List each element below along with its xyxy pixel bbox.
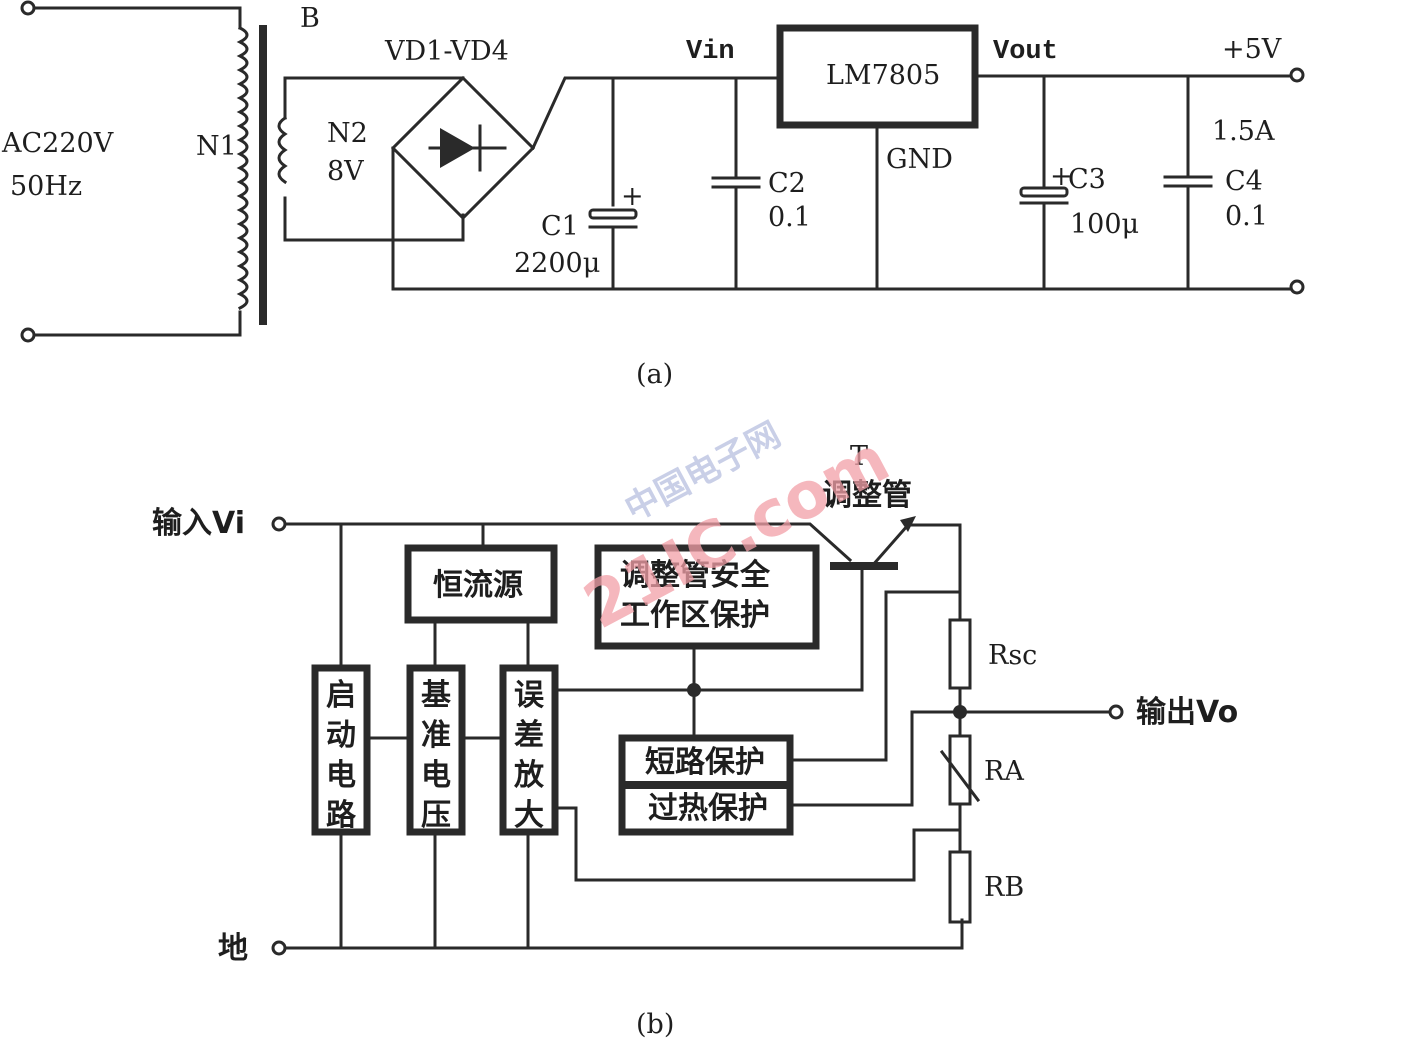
c1-label: C1 <box>541 211 579 242</box>
soa-protection-block <box>594 544 820 650</box>
error-amp-char: 大 <box>514 798 544 833</box>
caption-a: (a) <box>636 359 673 390</box>
error-amp-char: 放 <box>513 758 545 793</box>
ground-terminal <box>271 940 287 956</box>
c1-electrolytic-icon <box>588 208 638 220</box>
primary-coil-icon <box>236 25 249 311</box>
wire-primary-top <box>32 6 242 30</box>
short-protect-label: 短路保护 <box>645 745 765 780</box>
startup-char: 电 <box>326 758 356 793</box>
vin-label: Vin <box>686 37 735 67</box>
output-label: 输出Vo <box>1136 695 1238 730</box>
gnd-label: GND <box>886 144 953 175</box>
reference-char: 基 <box>421 678 451 713</box>
wire-primary-bottom <box>32 310 242 337</box>
transistor-label: 调整管 <box>822 478 912 513</box>
error-amp-char: 误 <box>514 678 545 713</box>
wire-bridge-positive <box>531 76 777 150</box>
output-terminal <box>1108 704 1124 720</box>
secondary-coil-icon <box>277 115 288 185</box>
constant-current-label: 恒流源 <box>433 568 523 603</box>
reference-voltage-block <box>406 664 466 836</box>
reference-char: 压 <box>421 798 451 833</box>
c3-electrolytic-icon <box>1019 186 1069 198</box>
secondary-winding-label: N2 <box>327 118 368 149</box>
ground-label: 地 <box>218 931 248 966</box>
reference-char: 准 <box>421 718 451 753</box>
ra-label: RA <box>984 756 1024 787</box>
error-amp-char: 差 <box>514 718 544 753</box>
input-label: 输入Vi <box>152 506 245 541</box>
ac-input-terminal-top <box>20 0 36 16</box>
ra-adjust-arrow-icon <box>939 749 981 803</box>
ac-frequency-label: 50Hz <box>10 171 82 202</box>
diagram-a: + + AC220V 50Hz N1 B N2 8V VD1-VD4 C1 22… <box>1 0 1305 390</box>
wire-thermal-sense <box>788 710 914 807</box>
startup-char: 启 <box>326 678 356 713</box>
c1-plus: + <box>621 181 644 212</box>
bridge-label: VD1-VD4 <box>384 36 509 67</box>
wire-secondary-bottom <box>283 196 465 242</box>
wire-input-rail <box>283 522 853 563</box>
wire-amp-to-base <box>553 566 864 692</box>
bridge-rectifier <box>390 75 536 221</box>
wire-ground-rail-b <box>283 918 964 950</box>
soa-label-line2: 工作区保护 <box>620 598 770 633</box>
transformer-label: B <box>300 3 320 34</box>
vout-label: Vout <box>993 37 1058 67</box>
reference-char: 电 <box>421 758 451 793</box>
c2-value: 0.1 <box>768 202 811 233</box>
regulator-label: LM7805 <box>826 60 940 91</box>
wire-feedback <box>553 806 962 882</box>
junction-node-base <box>687 683 701 697</box>
rsc-resistor <box>948 618 972 690</box>
transistor-arrow-icon <box>900 516 916 532</box>
transistor-emitter-lead <box>869 523 962 622</box>
c4-label: C4 <box>1225 166 1263 197</box>
rb-label: RB <box>984 872 1024 903</box>
c4-value: 0.1 <box>1225 201 1268 232</box>
output-voltage-label: +5V <box>1222 34 1282 65</box>
output-terminal-positive <box>1289 67 1305 83</box>
input-terminal <box>271 516 287 532</box>
ra-adjustable-resistor <box>948 734 972 806</box>
error-amplifier-block <box>499 664 559 836</box>
ac-input-terminal-bottom <box>20 327 36 343</box>
c1-value: 2200μ <box>514 248 600 279</box>
constant-current-block <box>404 544 558 624</box>
wire-ground-rail-a <box>391 146 1297 291</box>
output-terminal-ground <box>1289 279 1305 295</box>
startup-char: 路 <box>326 798 357 833</box>
diagram-b: 输入Vi 地 输出Vo T 调整管 恒流源 调整管安全 工作区保护 启 动 电 … <box>152 441 1238 1040</box>
startup-char: 动 <box>326 718 356 753</box>
rb-resistor <box>948 850 972 924</box>
c3-label: C3 <box>1068 164 1106 195</box>
output-current-label: 1.5A <box>1212 116 1275 147</box>
soa-label-line1: 调整管安全 <box>620 558 771 593</box>
c3-value: 100μ <box>1070 209 1139 240</box>
transistor-name: T <box>850 441 868 472</box>
ac-input-label: AC220V <box>1 128 114 159</box>
secondary-voltage-label: 8V <box>327 156 364 187</box>
c3-plus: + <box>1050 161 1073 192</box>
wire-short-sense <box>788 590 962 762</box>
thermal-protect-label: 过热保护 <box>648 791 768 826</box>
caption-b: (b) <box>636 1009 674 1040</box>
rsc-label: Rsc <box>988 640 1037 671</box>
c2-label: C2 <box>768 168 806 199</box>
primary-winding-label: N1 <box>196 131 237 162</box>
